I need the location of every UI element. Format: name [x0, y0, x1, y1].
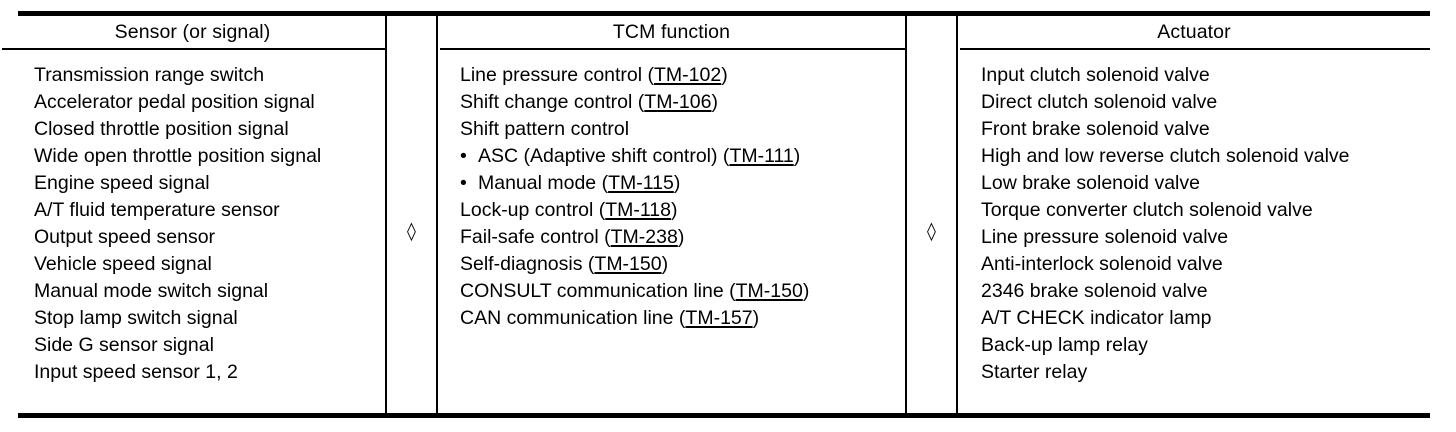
list-item-tail: ) — [793, 145, 801, 167]
tcm-column-body: Line pressure control (TM-102) Shift cha… — [438, 50, 905, 413]
list-item: Shift change control (TM-106) — [460, 89, 905, 116]
column-header-tcm: TCM function — [438, 16, 905, 50]
list-item-text: Line pressure control ( — [460, 64, 655, 86]
list-item-tail: ) — [721, 64, 728, 86]
list-item: Stop lamp switch signal — [34, 307, 238, 329]
list-item: Anti-interlock solenoid valve — [981, 253, 1223, 275]
list-item-tail: ) — [670, 199, 678, 221]
list-item: Wide open throttle position signal — [34, 145, 322, 167]
list-item: CAN communication line (TM-157) — [460, 305, 905, 332]
list-item: Lock-up control (TM-118) — [460, 197, 905, 224]
list-item: Output speed sensor — [34, 226, 216, 248]
table-top-rule — [18, 11, 1430, 16]
list-item: Direct clutch solenoid valve — [981, 91, 1218, 113]
list-item: Back-up lamp relay — [981, 334, 1148, 356]
list-item-bulleted: • ASC (Adaptive shift control) (TM-111) — [460, 143, 905, 170]
list-item: A/T fluid temperature sensor — [34, 199, 280, 221]
list-item: Fail-safe control (TM-238) — [460, 224, 905, 251]
list-item: Torque converter clutch solenoid valve — [981, 199, 1313, 221]
reference-link[interactable]: TM-106 — [644, 91, 712, 113]
list-item-text: Fail-safe control ( — [460, 226, 611, 248]
reference-link[interactable]: TM-115 — [608, 172, 674, 194]
list-item-tail: ) — [673, 172, 681, 194]
list-item: Accelerator pedal position signal — [34, 91, 315, 113]
list-item-text: Shift change control ( — [460, 91, 645, 113]
reference-link[interactable]: TM-238 — [610, 226, 678, 248]
bullet-icon: • — [460, 145, 467, 167]
list-item-tail: ) — [661, 253, 669, 275]
connector-column-header-left — [385, 16, 438, 50]
column-header-actuator: Actuator — [958, 16, 1430, 50]
list-item: Vehicle speed signal — [34, 253, 212, 275]
sensor-column-body: Transmission range switch Accelerator pe… — [0, 50, 385, 413]
column-header-sensor-label: Sensor (or signal) — [114, 21, 271, 44]
list-item: Closed throttle position signal — [34, 118, 289, 140]
list-item-body: ASC (Adaptive shift control) (TM-111) — [478, 143, 800, 170]
list-item-text: CAN communication line ( — [460, 307, 686, 329]
reference-link[interactable]: TM-102 — [654, 64, 722, 86]
list-item-tail: ) — [711, 91, 718, 113]
list-item-text: Manual mode ( — [478, 172, 609, 194]
list-item: Side G sensor signal — [34, 334, 214, 356]
list-item: 2346 brake solenoid valve — [981, 280, 1208, 302]
reference-link[interactable]: TM-150 — [735, 280, 803, 302]
list-item: A/T CHECK indicator lamp — [981, 307, 1212, 329]
reference-link[interactable]: TM-157 — [685, 307, 753, 329]
list-item-text: Shift pattern control — [460, 118, 630, 140]
list-item: Low brake solenoid valve — [981, 172, 1200, 194]
list-item: Starter relay — [981, 361, 1088, 383]
tcm-list: Line pressure control (TM-102) Shift cha… — [438, 62, 905, 332]
list-item-text: CONSULT communication line ( — [460, 280, 736, 302]
table-bottom-rule — [18, 413, 1430, 418]
list-item: Engine speed signal — [34, 172, 210, 194]
list-item-text: Self-diagnosis ( — [460, 253, 595, 275]
actuator-column-body: Input clutch solenoid valve Direct clutc… — [958, 50, 1430, 413]
list-item: CONSULT communication line (TM-150) — [460, 278, 905, 305]
column-header-actuator-label: Actuator — [1157, 21, 1231, 44]
list-item-tail: ) — [752, 307, 760, 329]
header-trailing-spacer — [1430, 16, 1456, 50]
list-item: Shift pattern control — [460, 116, 905, 143]
list-item: Front brake solenoid valve — [981, 118, 1210, 140]
list-item-body: Manual mode (TM-115) — [478, 170, 680, 197]
diamond-icon: ◊ — [407, 220, 416, 242]
actuator-list: Input clutch solenoid valve Direct clutc… — [958, 62, 1430, 386]
connector-column-right: ◊ — [905, 50, 958, 413]
list-item-tail: ) — [802, 280, 810, 302]
list-item-text: Lock-up control ( — [460, 199, 606, 221]
body-trailing-spacer — [1430, 50, 1456, 413]
list-item: Line pressure control (TM-102) — [460, 62, 905, 89]
list-item-text: ASC (Adaptive shift control) ( — [478, 145, 730, 167]
list-item: Manual mode switch signal — [34, 280, 269, 302]
reference-link[interactable]: TM-111 — [729, 145, 794, 167]
diamond-icon: ◊ — [927, 220, 936, 242]
list-item-bulleted: • Manual mode (TM-115) — [460, 170, 905, 197]
sensor-list: Transmission range switch Accelerator pe… — [0, 62, 385, 386]
tcm-system-table: Sensor (or signal) TCM function Actuator… — [0, 16, 1456, 413]
list-item: High and low reverse clutch solenoid val… — [981, 145, 1350, 167]
connector-column-left: ◊ — [385, 50, 438, 413]
column-header-sensor: Sensor (or signal) — [0, 16, 385, 50]
list-item: Transmission range switch — [34, 64, 265, 86]
list-item: Input clutch solenoid valve — [981, 64, 1210, 86]
reference-link[interactable]: TM-118 — [605, 199, 671, 221]
list-item: Line pressure solenoid valve — [981, 226, 1229, 248]
list-item: Input speed sensor 1, 2 — [34, 361, 238, 383]
connector-column-header-right — [905, 16, 958, 50]
bullet-icon: • — [460, 172, 467, 194]
list-item: Self-diagnosis (TM-150) — [460, 251, 905, 278]
column-header-tcm-label: TCM function — [612, 21, 731, 44]
reference-link[interactable]: TM-150 — [594, 253, 662, 275]
list-item-tail: ) — [677, 226, 685, 248]
